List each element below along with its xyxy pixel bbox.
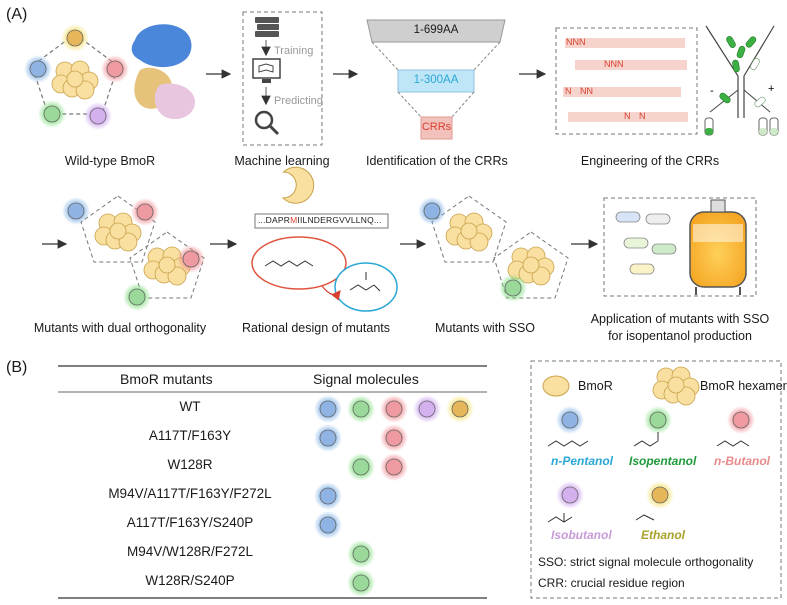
mutant-row-label: W128R/S240P — [145, 573, 235, 588]
crr-mark-6: N — [639, 111, 646, 121]
n-butanol-signal-icon — [100, 54, 130, 84]
step-dual-orthogonality-label: Mutants with dual orthogonality — [33, 321, 207, 335]
header-signals: Signal molecules — [313, 371, 419, 387]
computer-icon — [252, 58, 281, 83]
legend-dot-n-pentanol — [555, 405, 585, 435]
signal-dot-isopentanol — [346, 568, 376, 598]
signal-dot-ethanol — [445, 394, 475, 424]
legend-n-butanol: n-Butanol — [714, 454, 770, 468]
signal-dot-matrix — [313, 394, 475, 598]
mutant-row-label: M94V/A117T/F163Y/F272L — [108, 486, 272, 501]
step-sso-label: Mutants with SSO — [434, 321, 536, 335]
dual-orthogonality-mutants — [61, 195, 206, 312]
isobutanol-signal-icon — [83, 101, 113, 131]
cell-sorter-diagram: - + — [704, 25, 779, 136]
step-crr-identification-label: Identification of the CRRs — [366, 154, 508, 168]
crr-mark-2: NNN — [604, 59, 624, 69]
protein-structure-image — [131, 24, 195, 120]
sso-note: SSO: strict signal molecule orthogonalit… — [538, 555, 754, 569]
step-rational-design-label: Rational design of mutants — [241, 321, 390, 335]
wildtype-bmor-diagram — [23, 23, 130, 131]
legend-dot-isobutanol — [555, 480, 585, 510]
machine-learning-box — [242, 11, 323, 146]
bmor-hexamer-icon — [51, 60, 99, 100]
step-application-label-1: Application of mutants with SSO — [590, 312, 770, 326]
legend-hexamer-label: BmoR hexamer — [700, 379, 787, 393]
header-mutants: BmoR mutants — [120, 371, 213, 387]
signal-dot-isopentanol — [346, 539, 376, 569]
funnel-crrs-label: CRRs — [421, 121, 452, 133]
svg-text:-: - — [710, 85, 714, 97]
books-icon — [255, 17, 279, 37]
step-application-label-2: for isopentanol production — [608, 329, 752, 343]
sso-mutants — [417, 195, 569, 303]
panel-a-label: (A) — [6, 6, 28, 23]
signal-dot-n-butanol — [379, 423, 409, 453]
legend-bmor-label: BmoR — [578, 379, 613, 393]
isopentanol-signal-icon — [37, 99, 67, 129]
crr-mark-3: N — [565, 86, 572, 96]
funnel-699aa-label: 1-699AA — [413, 24, 459, 36]
mutant-row-label: A117T/F163Y/S240P — [126, 515, 254, 530]
crr-engineering-box — [555, 27, 698, 135]
ml-predicting-label: Predicting — [274, 95, 323, 107]
crr-mark-1: NNN — [566, 37, 586, 47]
funnel-300aa-label: 1-300AA — [413, 74, 459, 86]
crr-funnel — [366, 19, 506, 140]
legend-box — [530, 360, 782, 599]
mutant-row-label: W128R — [167, 457, 213, 472]
ethanol-signal-icon — [60, 23, 90, 53]
signal-dot-isopentanol — [346, 394, 376, 424]
legend-bmor-icon — [542, 375, 570, 397]
legend-isopentanol: Isopentanol — [629, 454, 697, 468]
magnifier-icon — [254, 110, 280, 136]
legend-n-pentanol: n-Pentanol — [551, 454, 613, 468]
step-ml-label: Machine learning — [234, 154, 330, 168]
crr-mark-5: N — [624, 111, 631, 121]
n-pentanol-signal-icon — [23, 54, 53, 84]
legend-ethanol: Ethanol — [641, 528, 685, 542]
signal-dot-n-butanol — [379, 394, 409, 424]
fermenter-application-box — [603, 197, 757, 297]
legend-dot-ethanol — [645, 480, 675, 510]
step-wildtype-label: Wild-type BmoR — [64, 154, 156, 168]
mutant-row-label: A117T/F163Y — [148, 428, 232, 443]
legend-dot-isopentanol — [643, 405, 673, 435]
crr-note: CRR: crucial residue region — [538, 576, 685, 590]
signal-dot-n-butanol — [379, 452, 409, 482]
sequence-text: ...DAPRMIILNDERGVVLLNQ... — [258, 215, 382, 225]
rational-design-diagram — [251, 166, 398, 312]
svg-text:+: + — [768, 83, 774, 95]
ml-training-label: Training — [274, 45, 314, 57]
legend-structures — [547, 432, 750, 523]
tube-icons — [704, 117, 779, 136]
signal-dot-isobutanol — [412, 394, 442, 424]
legend-isobutanol: Isobutanol — [551, 528, 612, 542]
mutant-row-label: WT — [179, 399, 201, 414]
mutant-row-label: M94V/W128R/F272L — [126, 544, 254, 559]
step-crr-engineering-label: Engineering of the CRRs — [580, 154, 720, 168]
signal-dot-isopentanol — [346, 452, 376, 482]
legend-hexamer-icon — [652, 366, 700, 406]
panel-b-label: (B) — [6, 359, 28, 376]
crr-mark-4: NN — [580, 86, 593, 96]
legend-dot-n-butanol — [726, 405, 756, 435]
